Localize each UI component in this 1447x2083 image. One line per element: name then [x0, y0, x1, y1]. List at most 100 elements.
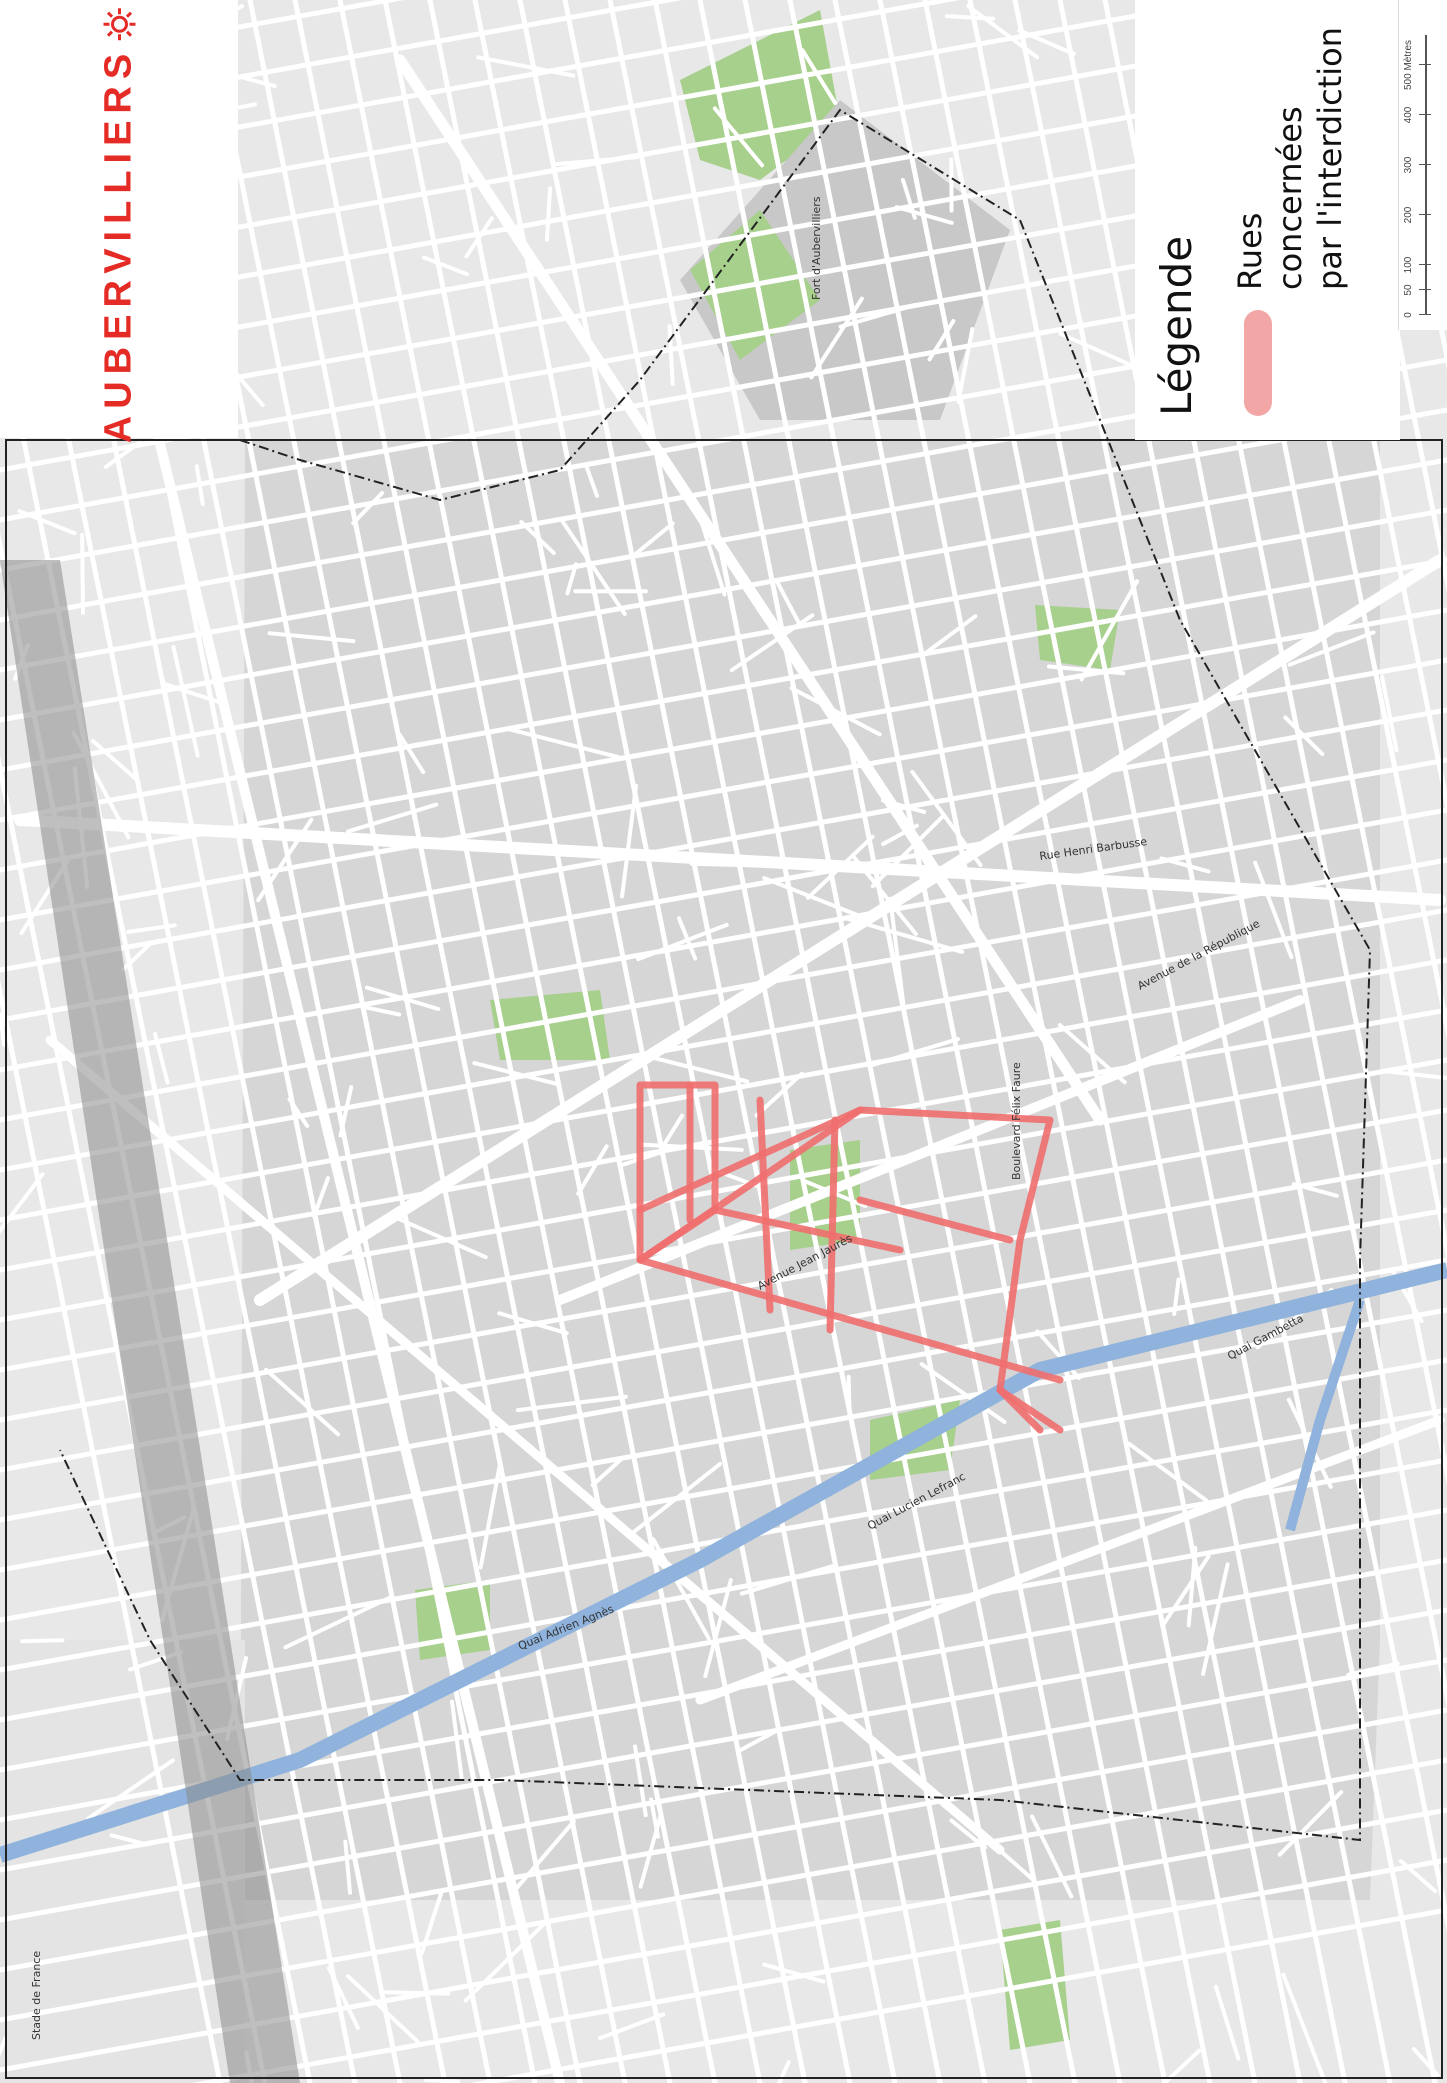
side-street — [80, 532, 85, 615]
side-street — [1017, 28, 1076, 56]
park — [490, 990, 610, 1060]
side-street — [497, 1311, 569, 1336]
side-street — [1281, 1972, 1327, 2083]
side-street — [242, 75, 277, 89]
side-street — [565, 562, 578, 596]
side-street — [86, 1758, 175, 1821]
minor-road — [652, 0, 1078, 2083]
side-street — [1287, 630, 1376, 667]
avenue — [394, 54, 1106, 1126]
side-street — [576, 1144, 609, 1196]
side-street — [555, 155, 640, 167]
side-street — [0, 1172, 45, 1234]
side-street — [397, 1217, 488, 1260]
side-street — [762, 1962, 826, 1984]
legend-panel: Légende Rues concernées par l'interdicti… — [1135, 0, 1400, 440]
restricted-street — [856, 1196, 1014, 1244]
logo-text: AUBERVILLIERS — [97, 46, 140, 444]
side-street — [515, 1394, 628, 1413]
restricted-street — [636, 1256, 1064, 1384]
side-street — [472, 1061, 559, 1086]
minor-road — [0, 979, 223, 2083]
side-street — [20, 1638, 65, 1644]
place-label: Boulevard Félix Faure — [1010, 1062, 1023, 1180]
restricted-street — [756, 1096, 774, 1314]
side-street — [737, 1728, 780, 1753]
side-street — [364, 985, 441, 1011]
side-street — [464, 216, 494, 259]
minor-road — [0, 507, 1447, 773]
avenue — [45, 1035, 1005, 1855]
minor-road — [0, 757, 1447, 1023]
side-street — [1159, 856, 1211, 874]
minor-road — [0, 0, 404, 73]
minor-road — [697, 0, 1123, 2083]
side-street — [629, 521, 675, 560]
side-street — [1380, 674, 1399, 753]
side-street — [1277, 1790, 1344, 1857]
side-street — [1291, 1182, 1339, 1198]
side-street — [868, 1037, 960, 1068]
minor-road — [202, 0, 628, 2083]
side-street — [956, 327, 975, 404]
side-street — [659, 1113, 685, 1151]
side-street — [476, 55, 576, 78]
scale-tick — [1419, 164, 1431, 165]
side-street — [351, 491, 385, 526]
minor-road — [0, 1107, 1447, 1373]
minor-road — [0, 957, 1447, 1223]
side-street — [762, 876, 870, 922]
side-street — [346, 802, 439, 834]
side-street — [754, 1071, 804, 1118]
avenue — [555, 995, 1305, 1305]
scale-tick — [1419, 264, 1431, 265]
side-street — [729, 613, 815, 673]
scale-tick — [1419, 314, 1431, 315]
side-street — [739, 1564, 835, 1596]
side-street — [283, 1594, 394, 1650]
legend: Légende Rues concernées par l'interdicti… — [1152, 20, 1382, 430]
restricted-streets — [636, 1081, 1064, 1434]
logo: AUBERVILLIERS — [98, 0, 141, 443]
commune-boundary — [5, 108, 1443, 2079]
side-street — [194, 464, 205, 506]
place-label: Stade de France — [30, 1951, 43, 2040]
side-street — [1411, 2046, 1440, 2077]
side-street — [463, 1919, 549, 2003]
scale-tick — [1419, 114, 1431, 115]
scale-tick — [1419, 214, 1431, 215]
side-street — [152, 1032, 170, 1085]
side-street — [1126, 1441, 1208, 1503]
minor-road — [0, 1057, 1447, 1323]
scale-tick-label: 0 — [1403, 312, 1414, 318]
side-street — [419, 1888, 444, 1956]
side-street — [590, 1457, 623, 1488]
side-street — [450, 1699, 464, 1780]
side-street — [544, 186, 553, 242]
scale-tick-label: 200 — [1403, 206, 1414, 224]
side-street — [649, 1797, 660, 1839]
minor-road — [0, 1007, 1447, 1273]
minor-road — [562, 0, 988, 2083]
restricted-street — [636, 1106, 864, 1214]
side-street — [919, 1362, 1007, 1424]
side-street — [809, 296, 864, 380]
side-street — [774, 579, 803, 629]
minor-road — [1327, 0, 1447, 593]
logo-panel: AUBERVILLIERS — [0, 0, 238, 443]
side-street — [949, 1818, 987, 1850]
side-street — [894, 205, 954, 225]
side-street — [924, 614, 978, 655]
scale-tick-label: 100 — [1403, 256, 1414, 274]
canal-branch — [1285, 1298, 1365, 1532]
side-street — [699, 520, 727, 597]
scale-tick-label: 300 — [1403, 156, 1414, 174]
scale-tick-label: 500 Mètres — [1403, 39, 1414, 91]
map-frame — [5, 439, 1443, 2079]
side-street — [1186, 1546, 1198, 1628]
side-street — [927, 319, 956, 362]
side-street — [966, 4, 1040, 60]
side-street — [326, 1966, 360, 2030]
side-street — [620, 783, 639, 899]
